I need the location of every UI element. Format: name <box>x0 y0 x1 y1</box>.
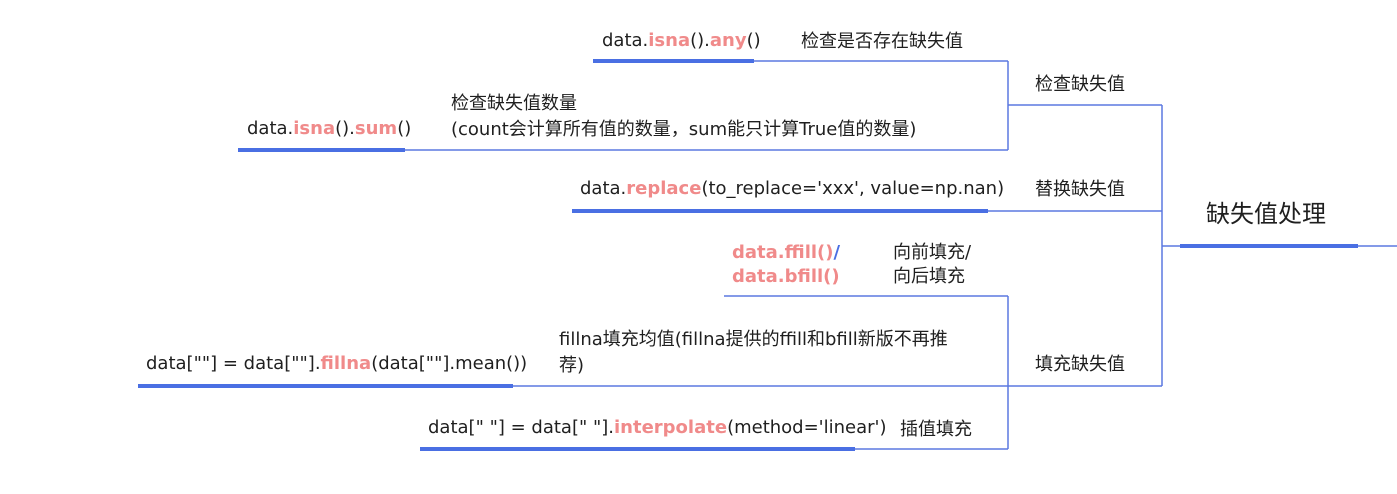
code-suffix: (method='linear') <box>727 417 887 438</box>
leaf-ffill-desc-line1: 向前填充/ <box>893 242 972 263</box>
branch-replace-label[interactable]: 替换缺失值 <box>1035 179 1125 200</box>
code-suffix: (data[""].mean()) <box>371 353 528 374</box>
code-method: replace <box>626 178 702 199</box>
leaf-sum-desc-line1: 检查缺失值数量 <box>451 93 577 114</box>
code-method: fillna <box>320 353 372 374</box>
leaf-ffill-code-line2[interactable]: data.bfill() <box>732 266 840 287</box>
code-method: interpolate <box>614 417 728 438</box>
code-suffix: (to_replace='xxx', value=np.nan) <box>701 178 1005 199</box>
code-prefix: data. <box>580 178 627 199</box>
leaf-ffill-desc-line2: 向后填充 <box>893 266 965 287</box>
code-method: isna <box>293 118 336 139</box>
code-method: isna <box>648 30 691 51</box>
leaf-interpolate-code[interactable]: data[" "] = data[" "].interpolate(method… <box>428 415 887 441</box>
code-prefix: data[""] = data[""]. <box>146 353 321 374</box>
leaf-any-desc: 检查是否存在缺失值 <box>801 31 963 52</box>
leaf-replace-code[interactable]: data.replace(to_replace='xxx', value=np.… <box>580 176 1004 202</box>
branch-fill-label[interactable]: 填充缺失值 <box>1035 354 1125 375</box>
leaf-fillna-code[interactable]: data[""] = data[""].fillna(data[""].mean… <box>146 351 527 377</box>
code-separator: / <box>833 242 841 263</box>
code-prefix: data[" "] = data[" "]. <box>428 417 614 438</box>
code-prefix: data. <box>247 118 294 139</box>
code-prefix: data. <box>602 30 649 51</box>
leaf-interpolate-desc: 插值填充 <box>900 419 972 440</box>
leaf-sum-desc-line2: (count会计算所有值的数量，sum能只计算True值的数量) <box>451 119 917 140</box>
branch-check-label[interactable]: 检查缺失值 <box>1035 74 1125 95</box>
code-method: any <box>709 30 747 51</box>
code-mid: (). <box>690 30 710 51</box>
code-method: sum <box>354 118 398 139</box>
leaf-ffill-code-line1[interactable]: data.ffill()/ <box>732 240 840 266</box>
code-suffix: () <box>397 118 412 139</box>
code-method: data.ffill() <box>732 242 834 263</box>
leaf-fillna-desc-line1: fillna填充均值(fillna提供的ffill和bfill新版不再推 <box>559 329 948 350</box>
code-suffix: () <box>746 30 761 51</box>
root-node[interactable]: 缺失值处理 <box>1206 200 1326 228</box>
leaf-fillna-desc-line2: 荐) <box>559 355 585 376</box>
leaf-any-code[interactable]: data.isna().any() <box>602 28 761 54</box>
code-mid: (). <box>335 118 355 139</box>
leaf-sum-code[interactable]: data.isna().sum() <box>247 116 411 142</box>
